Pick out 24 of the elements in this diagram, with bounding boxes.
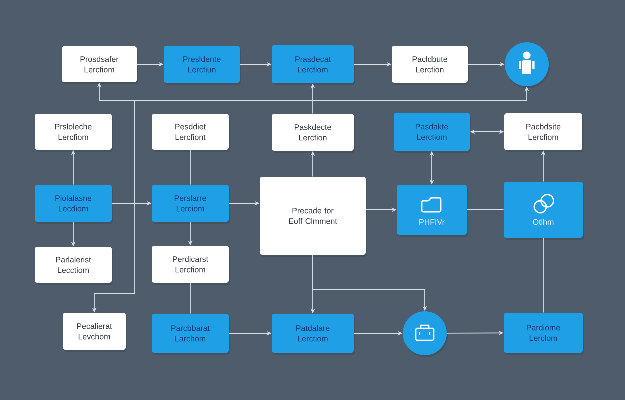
process-box: Parlalerist Lecctiom [35,247,114,285]
circle-node [403,312,448,358]
process-box: Perdicarst Lercfiom [152,246,230,285]
process-box: Otlhm [504,182,584,240]
process-box: Pasdakte Lerctiom [394,113,472,153]
process-box: Perslarre Lerciom [152,185,230,224]
process-box: Paskdecte Lercfion [272,114,356,153]
process-box: Prosdsafer Lercfiom [62,46,138,84]
process-box: Pesddiet Lercfiont [152,114,230,152]
process-box: Precade for Eoff Clmment [260,177,368,257]
process-box: Patdalare Lerctiom [272,314,356,355]
process-box: Presldente Lercfiun [164,46,242,85]
process-box: Prsloleche Lercfiom [35,114,114,152]
process-box: Pacbdsite Lercfiom [504,114,584,152]
connector-line [543,238,544,314]
process-box: Prasdecat Lercfiom [272,46,356,86]
process-box: Piolalasne Lecdiom [35,185,114,224]
process-box: Pardiome Lerclom [504,313,584,355]
connector-line [190,282,191,314]
process-box: Parcbbarat Larchom [152,314,230,355]
process-box: Pacldbute Lercfion [392,46,470,85]
process-box: PHFIVr [397,185,468,237]
process-box: Pecalierat Levchom [63,313,128,352]
connector-line [190,150,191,186]
